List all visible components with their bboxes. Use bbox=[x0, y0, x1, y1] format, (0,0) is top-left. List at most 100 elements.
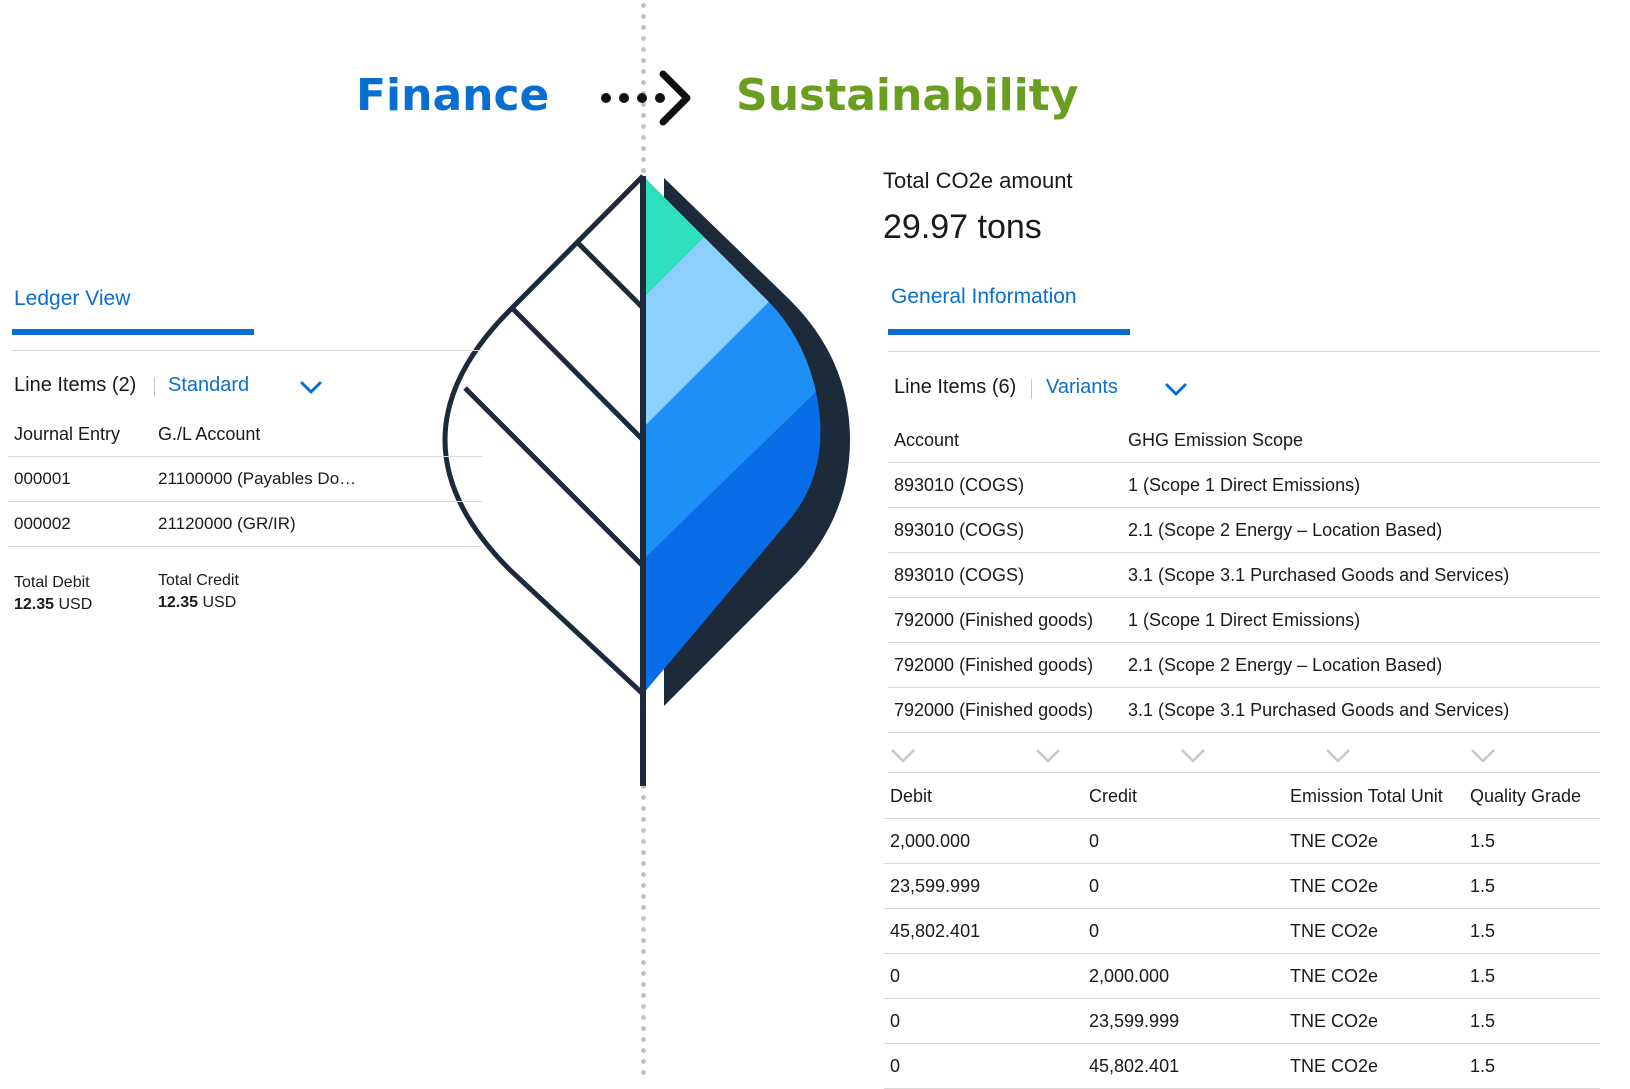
unit-cell: TNE CO2e bbox=[1284, 908, 1464, 954]
table-row[interactable]: 893010 (COGS) 3.1 (Scope 3.1 Purchased G… bbox=[888, 552, 1600, 598]
column-header: G./L Account bbox=[152, 412, 482, 457]
unit-cell: TNE CO2e bbox=[1284, 953, 1464, 999]
table-row[interactable]: 000001 21100000 (Payables Do… bbox=[8, 456, 482, 502]
account-cell: 792000 (Finished goods) bbox=[888, 687, 1122, 733]
credit-cell: 2,000.000 bbox=[1083, 953, 1284, 999]
account-cell: 893010 (COGS) bbox=[888, 552, 1122, 598]
table-row[interactable]: 893010 (COGS) 2.1 (Scope 2 Energy – Loca… bbox=[888, 507, 1600, 553]
tab-ledger-view[interactable]: Ledger View bbox=[14, 287, 131, 310]
total-credit-amount: 12.35 bbox=[158, 594, 199, 611]
sustainability-variant-select[interactable]: Variants bbox=[1046, 376, 1118, 398]
credit-cell: 45,802.401 bbox=[1083, 1043, 1284, 1089]
separator bbox=[888, 772, 1600, 773]
total-debit-currency: USD bbox=[58, 596, 93, 613]
unit-cell: TNE CO2e bbox=[1284, 863, 1464, 909]
total-debit-label: Total Debit bbox=[14, 574, 90, 591]
table-row[interactable]: 0 45,802.401 TNE CO2e 1.5 bbox=[884, 1043, 1600, 1089]
credit-cell: 23,599.999 bbox=[1083, 998, 1284, 1044]
column-header: Journal Entry bbox=[8, 412, 152, 457]
total-debit-value: 12.35 USD bbox=[14, 596, 92, 614]
finance-title: Finance bbox=[356, 70, 550, 121]
ledger-variant-select[interactable]: Standard bbox=[168, 374, 250, 396]
total-debit-amount: 12.35 bbox=[14, 596, 55, 613]
quality-grade-cell: 1.5 bbox=[1464, 908, 1600, 954]
account-cell: 893010 (COGS) bbox=[888, 507, 1122, 553]
table-row[interactable]: 45,802.401 0 TNE CO2e 1.5 bbox=[884, 908, 1600, 954]
chevron-down-icon[interactable] bbox=[1164, 380, 1188, 398]
quality-grade-cell: 1.5 bbox=[1464, 1043, 1600, 1089]
tab-general-information[interactable]: General Information bbox=[891, 285, 1077, 308]
debit-cell: 45,802.401 bbox=[884, 908, 1083, 954]
scope-cell: 3.1 (Scope 3.1 Purchased Goods and Servi… bbox=[1122, 552, 1600, 598]
sustainability-line-items-label: Line Items (6) bbox=[894, 376, 1017, 398]
chevron-down-icon[interactable] bbox=[299, 378, 323, 396]
account-cell: 792000 (Finished goods) bbox=[888, 597, 1122, 643]
column-header: Quality Grade bbox=[1464, 774, 1600, 819]
table-row[interactable]: 792000 (Finished goods) 3.1 (Scope 3.1 P… bbox=[888, 687, 1600, 733]
emission-detail-table: Debit Credit Emission Total Unit Quality… bbox=[884, 774, 1600, 1089]
unit-cell: TNE CO2e bbox=[1284, 1043, 1464, 1089]
scope-cell: 2.1 (Scope 2 Energy – Location Based) bbox=[1122, 507, 1600, 553]
scope-cell: 1 (Scope 1 Direct Emissions) bbox=[1122, 462, 1600, 508]
credit-cell: 0 bbox=[1083, 908, 1284, 954]
separator bbox=[12, 350, 482, 351]
unit-cell: TNE CO2e bbox=[1284, 998, 1464, 1044]
table-row[interactable]: 792000 (Finished goods) 2.1 (Scope 2 Ene… bbox=[888, 642, 1600, 688]
gl-account-cell: 21100000 (Payables Do… bbox=[152, 456, 482, 502]
quality-grade-cell: 1.5 bbox=[1464, 998, 1600, 1044]
sustainability-title: Sustainability bbox=[736, 70, 1079, 121]
total-credit-label: Total Credit bbox=[158, 572, 239, 589]
co2-total-value: 29.97 tons bbox=[883, 208, 1042, 246]
column-header: GHG Emission Scope bbox=[1122, 418, 1600, 463]
emission-table: Account GHG Emission Scope 893010 (COGS)… bbox=[888, 418, 1600, 733]
chevron-down-icon bbox=[891, 749, 915, 763]
table-header-row: Journal Entry G./L Account bbox=[8, 412, 482, 457]
chevron-down-icon bbox=[1471, 749, 1495, 763]
total-credit-currency: USD bbox=[202, 594, 237, 611]
debit-cell: 23,599.999 bbox=[884, 863, 1083, 909]
ledger-table: Journal Entry G./L Account 000001 211000… bbox=[8, 412, 482, 547]
account-cell: 893010 (COGS) bbox=[888, 462, 1122, 508]
table-header-row: Account GHG Emission Scope bbox=[888, 418, 1600, 463]
chevron-down-icon bbox=[1326, 749, 1350, 763]
ledger-line-items-label: Line Items (2) bbox=[14, 374, 137, 396]
table-row[interactable]: 23,599.999 0 TNE CO2e 1.5 bbox=[884, 863, 1600, 909]
quality-grade-cell: 1.5 bbox=[1464, 863, 1600, 909]
co2-total-label: Total CO2e amount bbox=[883, 168, 1073, 193]
quality-grade-cell: 1.5 bbox=[1464, 953, 1600, 999]
account-cell: 792000 (Finished goods) bbox=[888, 642, 1122, 688]
debit-cell: 2,000.000 bbox=[884, 818, 1083, 864]
table-row[interactable]: 000002 21120000 (GR/IR) bbox=[8, 501, 482, 547]
table-row[interactable]: 893010 (COGS) 1 (Scope 1 Direct Emission… bbox=[888, 462, 1600, 508]
total-credit-value: 12.35 USD bbox=[158, 594, 236, 612]
chevron-down-icon bbox=[1181, 749, 1205, 763]
table-row[interactable]: 0 2,000.000 TNE CO2e 1.5 bbox=[884, 953, 1600, 999]
scope-cell: 3.1 (Scope 3.1 Purchased Goods and Servi… bbox=[1122, 687, 1600, 733]
column-header: Credit bbox=[1083, 774, 1284, 819]
separator bbox=[888, 351, 1600, 352]
gl-account-cell: 21120000 (GR/IR) bbox=[152, 501, 482, 547]
toolbar-separator bbox=[1031, 379, 1032, 399]
scope-cell: 1 (Scope 1 Direct Emissions) bbox=[1122, 597, 1600, 643]
tab-ledger-underline bbox=[12, 329, 254, 335]
credit-cell: 0 bbox=[1083, 818, 1284, 864]
column-header: Account bbox=[888, 418, 1122, 463]
column-header: Debit bbox=[884, 774, 1083, 819]
table-header-row: Debit Credit Emission Total Unit Quality… bbox=[884, 774, 1600, 819]
debit-cell: 0 bbox=[884, 1043, 1083, 1089]
table-row[interactable]: 2,000.000 0 TNE CO2e 1.5 bbox=[884, 818, 1600, 864]
toolbar-separator bbox=[154, 377, 155, 397]
column-header: Emission Total Unit bbox=[1284, 774, 1464, 819]
journal-entry-cell: 000002 bbox=[8, 501, 152, 547]
scope-cell: 2.1 (Scope 2 Energy – Location Based) bbox=[1122, 642, 1600, 688]
journal-entry-cell: 000001 bbox=[8, 456, 152, 502]
debit-cell: 0 bbox=[884, 998, 1083, 1044]
chevron-down-icon bbox=[1036, 749, 1060, 763]
table-row[interactable]: 792000 (Finished goods) 1 (Scope 1 Direc… bbox=[888, 597, 1600, 643]
leaf-icon bbox=[442, 174, 850, 786]
dotted-arrow-right-icon bbox=[601, 70, 691, 126]
debit-cell: 0 bbox=[884, 953, 1083, 999]
credit-cell: 0 bbox=[1083, 863, 1284, 909]
unit-cell: TNE CO2e bbox=[1284, 818, 1464, 864]
table-row[interactable]: 0 23,599.999 TNE CO2e 1.5 bbox=[884, 998, 1600, 1044]
